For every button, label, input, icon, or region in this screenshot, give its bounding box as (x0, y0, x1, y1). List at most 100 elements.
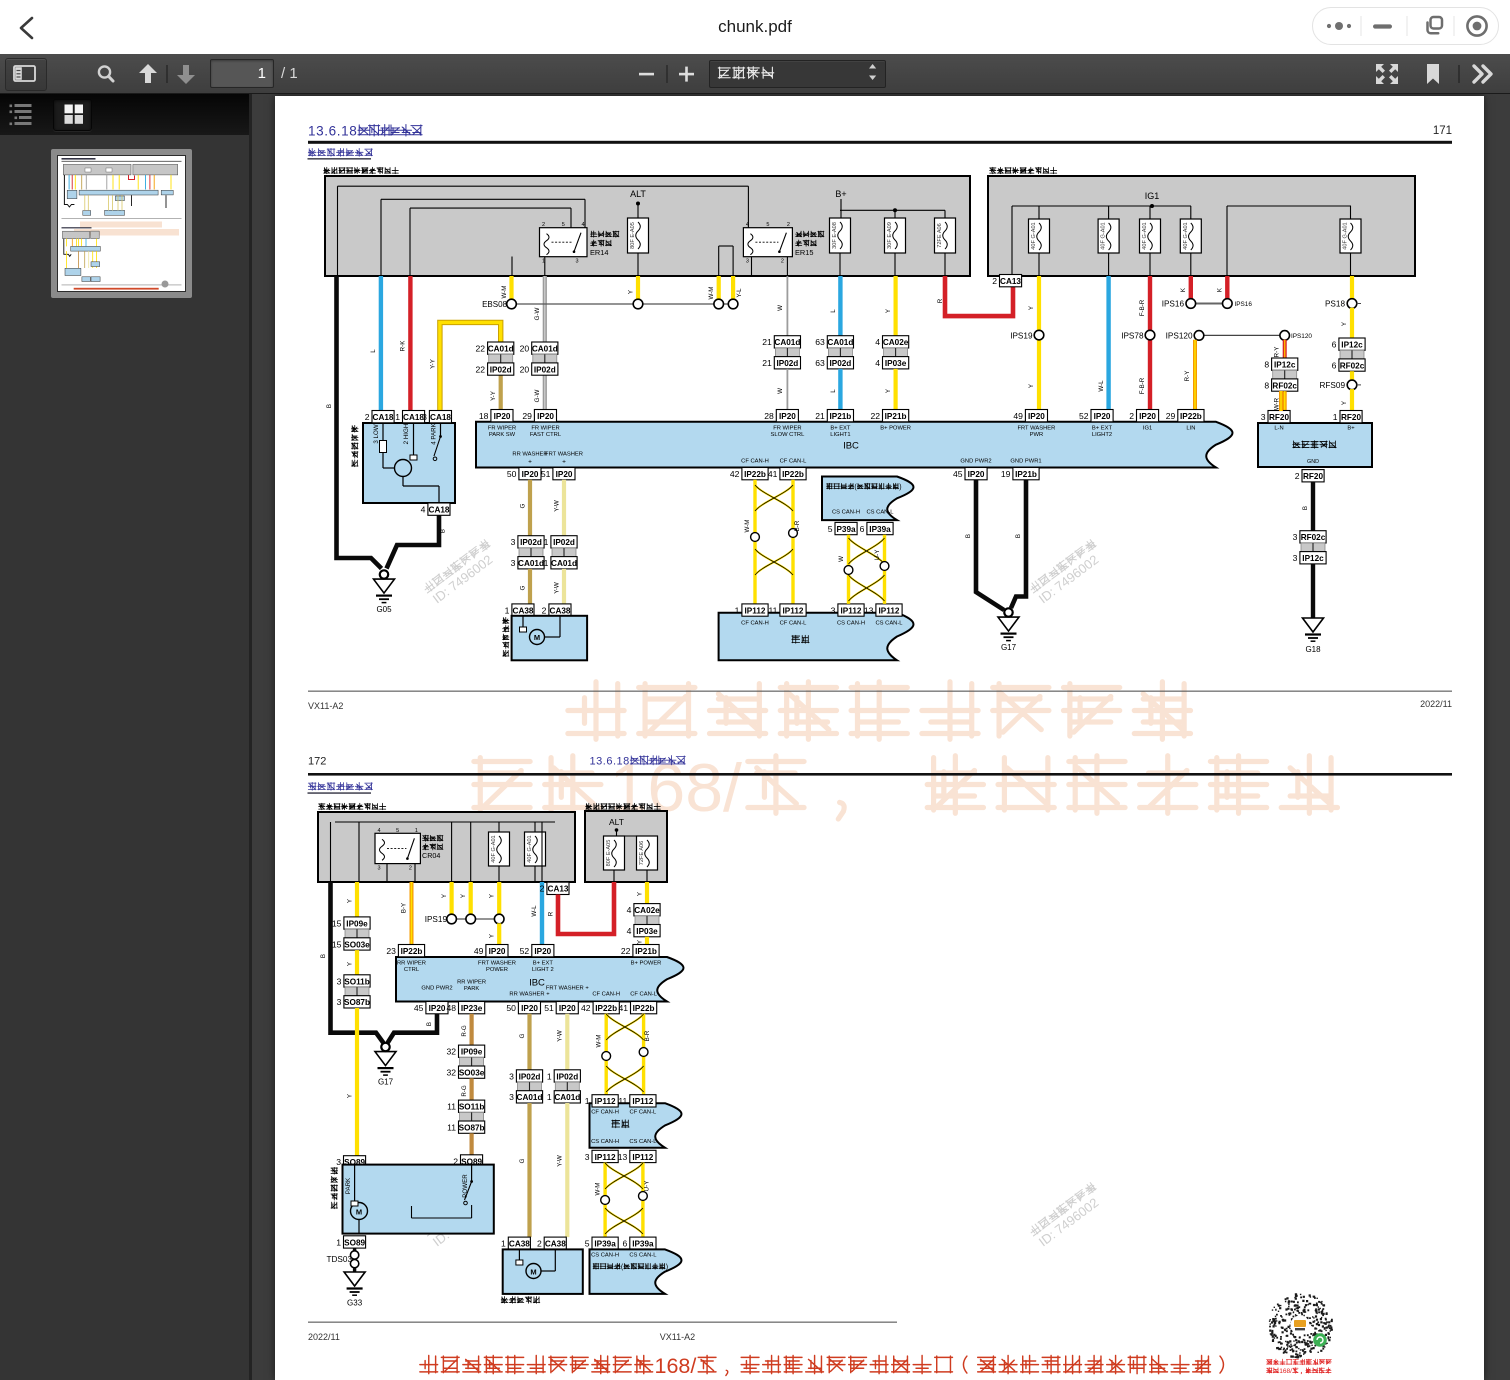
svg-text:M: M (356, 1208, 362, 1217)
svg-text:4: 4 (875, 337, 880, 347)
svg-text:6: 6 (623, 1239, 628, 1249)
svg-text:3: 3 (377, 866, 380, 872)
svg-text:2 HIGH: 2 HIGH (403, 424, 410, 445)
svg-text:B: B (965, 534, 972, 538)
svg-text:CA01d: CA01d (827, 338, 853, 347)
svg-text:52: 52 (1079, 411, 1089, 421)
svg-text:CA01d: CA01d (517, 1093, 543, 1102)
svg-text:CA18: CA18 (373, 413, 394, 422)
svg-text:G-W: G-W (534, 389, 541, 402)
svg-text:3: 3 (575, 259, 578, 265)
svg-text:3: 3 (337, 976, 342, 986)
svg-text:30F E-A09: 30F E-A09 (887, 222, 893, 249)
svg-text:G33: G33 (347, 1299, 363, 1308)
svg-text:EBS08: EBS08 (482, 300, 507, 309)
svg-text:3: 3 (511, 558, 516, 568)
svg-text:L: L (830, 309, 837, 313)
svg-text:SO87b: SO87b (344, 998, 370, 1007)
svg-text:W: W (838, 556, 845, 562)
svg-text:ER15: ER15 (795, 248, 814, 257)
svg-text:50: 50 (507, 469, 517, 479)
svg-text:G: G (519, 1033, 526, 1038)
svg-text:SO03e: SO03e (344, 940, 370, 949)
svg-text:W-M: W-M (501, 286, 508, 299)
svg-text:IP112: IP112 (783, 606, 804, 615)
svg-text:R: R (937, 298, 944, 303)
svg-text:CA18: CA18 (430, 413, 451, 422)
svg-text:RF20: RF20 (1303, 472, 1323, 481)
svg-text:IP20: IP20 (559, 1004, 576, 1013)
svg-text:GND PWR2: GND PWR2 (960, 459, 991, 465)
svg-text:4 PARK: 4 PARK (431, 422, 438, 444)
svg-text:IP09e: IP09e (461, 1048, 483, 1057)
svg-text:15: 15 (332, 918, 342, 928)
svg-text:63: 63 (815, 337, 825, 347)
svg-text:W: W (777, 388, 784, 394)
svg-text:B+ POWER: B+ POWER (880, 426, 911, 432)
svg-text:G05: G05 (376, 605, 392, 614)
svg-text:CR04: CR04 (422, 851, 440, 860)
svg-text:G17: G17 (378, 1078, 394, 1087)
svg-text:RF02c: RF02c (1301, 533, 1326, 542)
svg-text:CA02e: CA02e (634, 906, 660, 915)
svg-text:FRT WASHER +: FRT WASHER + (546, 986, 590, 992)
svg-text:RFS09: RFS09 (1320, 381, 1346, 390)
svg-text:W-M: W-M (708, 287, 715, 300)
svg-text:CA38: CA38 (509, 1240, 530, 1249)
svg-text:CA02e: CA02e (883, 338, 909, 347)
svg-text:IP02d: IP02d (829, 359, 851, 368)
svg-text:CF CAN-L: CF CAN-L (780, 621, 808, 627)
svg-text:CS CAN-L: CS CAN-L (629, 1139, 657, 1145)
svg-text:IP22b: IP22b (782, 470, 804, 479)
svg-text:(: ( (621, 1264, 624, 1271)
svg-text:52: 52 (520, 946, 530, 956)
svg-text:IP20: IP20 (534, 947, 551, 956)
svg-text:IP02d: IP02d (520, 538, 542, 547)
svg-text:IP39a: IP39a (594, 1240, 616, 1249)
svg-text:19: 19 (1001, 469, 1011, 479)
svg-text:3: 3 (511, 537, 516, 547)
svg-text:1: 1 (542, 259, 545, 265)
svg-text:1: 1 (395, 412, 400, 422)
svg-text:K: K (1217, 287, 1224, 292)
svg-text:SO89: SO89 (461, 1157, 482, 1166)
svg-text:1: 1 (336, 1237, 341, 1247)
svg-text:B: B (320, 954, 327, 958)
svg-text:40F G-A01: 40F G-A01 (1101, 222, 1107, 249)
svg-text:Y-Y: Y-Y (430, 359, 437, 369)
svg-text:IG1: IG1 (1143, 426, 1152, 432)
svg-text:B-Y: B-Y (401, 903, 408, 913)
svg-text:CS CAN-H: CS CAN-H (837, 621, 865, 627)
svg-text:CF CAN-L: CF CAN-L (630, 1110, 658, 1116)
svg-text:RF02c: RF02c (1272, 381, 1297, 390)
svg-text:IP22b: IP22b (1180, 412, 1202, 421)
svg-text:B+: B+ (1347, 426, 1355, 432)
svg-text:IP20: IP20 (779, 412, 796, 421)
svg-text:ID: 7496002: ID: 7496002 (1036, 552, 1102, 607)
svg-text:Y-W: Y-W (557, 1155, 564, 1167)
svg-text:IP39a: IP39a (632, 1240, 654, 1249)
svg-text:3: 3 (337, 997, 342, 1007)
svg-text:CS CAN-H: CS CAN-H (591, 1139, 619, 1145)
svg-text:1: 1 (505, 605, 510, 615)
svg-text:FR WIPER: FR WIPER (488, 426, 516, 432)
svg-text:42: 42 (581, 1003, 591, 1013)
svg-text:22: 22 (621, 946, 631, 956)
svg-text:IP112: IP112 (632, 1097, 653, 1106)
svg-text:SO11b: SO11b (459, 1103, 485, 1112)
svg-text:G18: G18 (1305, 645, 1321, 654)
svg-text:40F G-A01: 40F G-A01 (1343, 222, 1349, 249)
svg-text:13: 13 (618, 1152, 628, 1162)
svg-text:IP20: IP20 (489, 947, 506, 956)
svg-text:51: 51 (544, 1003, 554, 1013)
svg-text:IP21b: IP21b (885, 412, 907, 421)
svg-text:CF CAN-L: CF CAN-L (630, 992, 658, 998)
svg-text:Y-W: Y-W (554, 500, 561, 512)
svg-text:1: 1 (501, 1239, 506, 1249)
svg-text:15: 15 (332, 939, 342, 949)
svg-text:IP22b: IP22b (401, 947, 423, 956)
svg-text:RR WASHER: RR WASHER (512, 452, 547, 458)
svg-text:W-M: W-M (595, 1183, 602, 1196)
svg-text:IP39a: IP39a (869, 525, 891, 534)
svg-text:IPS120: IPS120 (1166, 332, 1193, 341)
